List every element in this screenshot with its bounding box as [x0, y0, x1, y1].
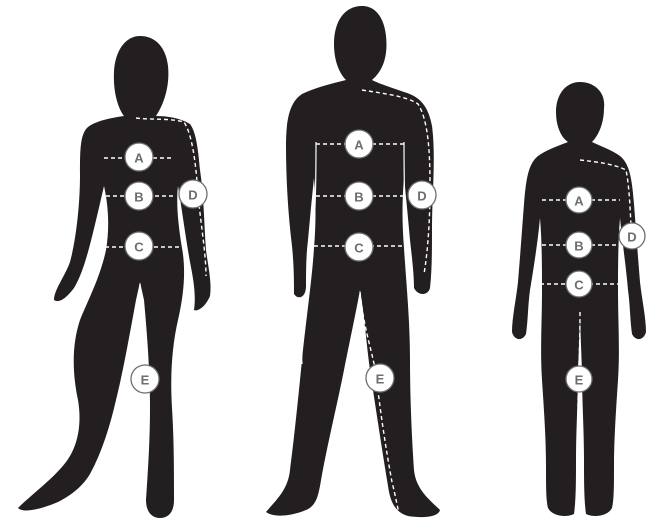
child-badge-e-label: E [575, 373, 584, 388]
woman-badge-b-label: B [134, 190, 143, 205]
man-badge-e-label: E [376, 372, 385, 387]
woman-badge-c: C [125, 232, 153, 260]
child-figure: A B C D E [512, 82, 646, 518]
woman-badge-a-label: A [134, 151, 144, 166]
man-figure: A B C D E [266, 6, 440, 518]
man-badge-e: E [366, 364, 394, 392]
child-badge-b: B [566, 232, 592, 258]
man-badge-a: A [345, 130, 373, 158]
man-badge-c: C [345, 233, 373, 261]
woman-silhouette [18, 36, 211, 518]
child-silhouette [512, 82, 646, 516]
child-badge-d-label: D [627, 230, 636, 245]
woman-badge-d-label: D [188, 188, 197, 203]
woman-badge-e-label: E [141, 373, 150, 388]
man-badge-c-label: C [354, 241, 364, 256]
woman-badge-a: A [125, 143, 153, 171]
child-badge-c-label: C [574, 278, 584, 293]
man-badge-b: B [345, 182, 373, 210]
child-badge-c: C [566, 271, 592, 297]
woman-badge-e: E [131, 365, 159, 393]
man-badge-a-label: A [354, 138, 364, 153]
man-silhouette [266, 6, 440, 517]
child-badge-a-label: A [574, 194, 584, 209]
woman-badge-c-label: C [134, 240, 144, 255]
child-badge-d: D [619, 223, 645, 249]
child-badge-a: A [566, 187, 592, 213]
man-badge-d-label: D [417, 189, 426, 204]
child-badge-b-label: B [574, 239, 583, 254]
man-badge-b-label: B [354, 190, 363, 205]
woman-figure: A B C D E [18, 36, 211, 518]
man-badge-d: D [408, 181, 436, 209]
woman-badge-b: B [125, 182, 153, 210]
child-badge-e: E [566, 366, 592, 392]
woman-badge-d: D [179, 180, 207, 208]
woman-inseam-measure-line [140, 284, 146, 518]
